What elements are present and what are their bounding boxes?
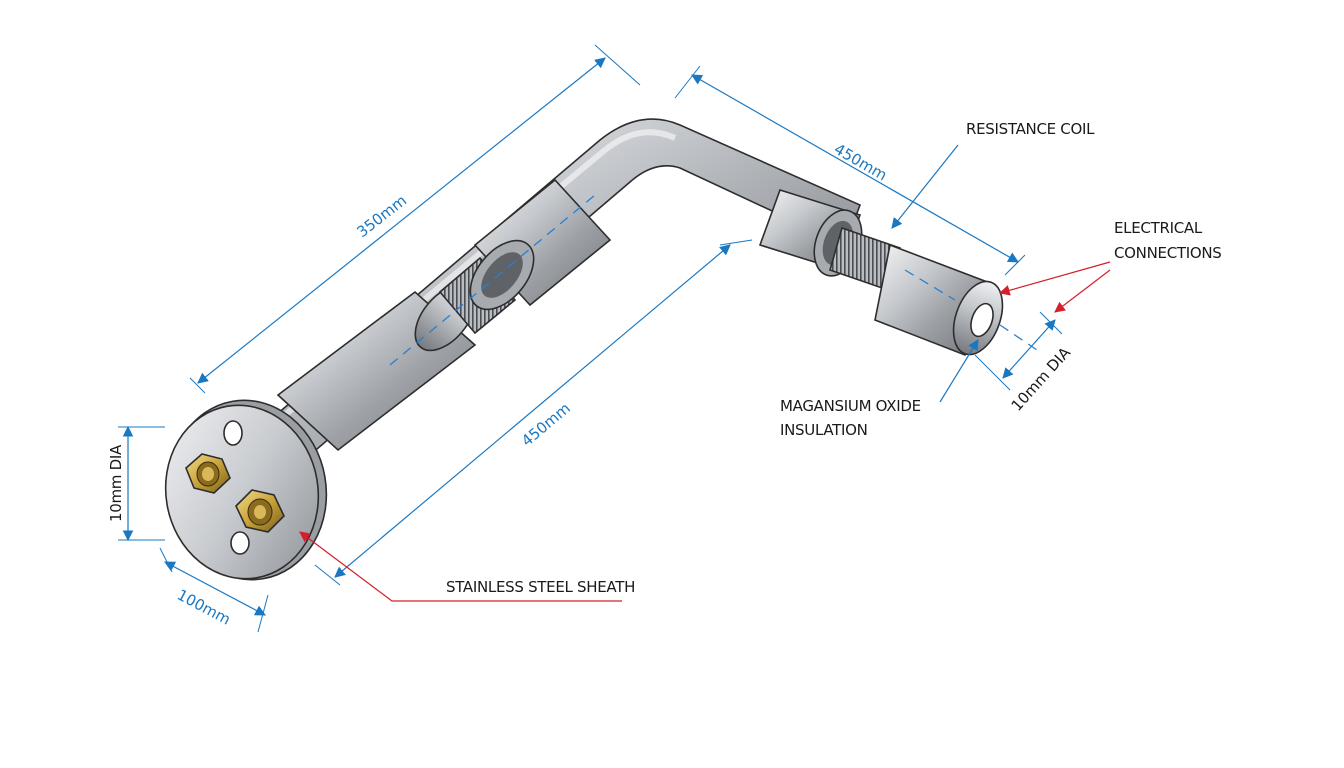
callout-label: MAGANSIUM OXIDE [780, 397, 921, 415]
dimension-label: 10mm DIA [1008, 343, 1075, 415]
flange-bolt-hole [223, 420, 243, 446]
mounting-flange [164, 399, 328, 581]
callout-resistance-coil: RESISTANCE COIL [891, 120, 1095, 229]
dimension-label: 350mm [353, 191, 410, 241]
dimension-flange-dia: 10mm DIA [107, 425, 165, 542]
end-cap [874, 243, 1004, 357]
callout-label: RESISTANCE COIL [966, 120, 1095, 138]
dimension-label: 100mm [174, 586, 234, 629]
callout-label: INSULATION [780, 421, 868, 439]
terminal-nut [185, 453, 231, 494]
flange-bolt-hole [230, 531, 250, 555]
callout-label: STAINLESS STEEL SHEATH [446, 578, 635, 596]
terminal-nut [235, 489, 285, 533]
callout-sheath: STAINLESS STEEL SHEATH [299, 531, 635, 602]
callout-insulation: MAGANSIUM OXIDE INSULATION [780, 339, 979, 439]
dimension-label: 10mm DIA [107, 444, 125, 522]
dimension-label: 450mm [518, 399, 574, 450]
callout-electrical-connections: ELECTRICAL CONNECTIONS [998, 219, 1222, 313]
callout-label: CONNECTIONS [1114, 244, 1222, 262]
callout-label: ELECTRICAL [1114, 219, 1203, 237]
dimension-label: 450mm [831, 140, 890, 185]
